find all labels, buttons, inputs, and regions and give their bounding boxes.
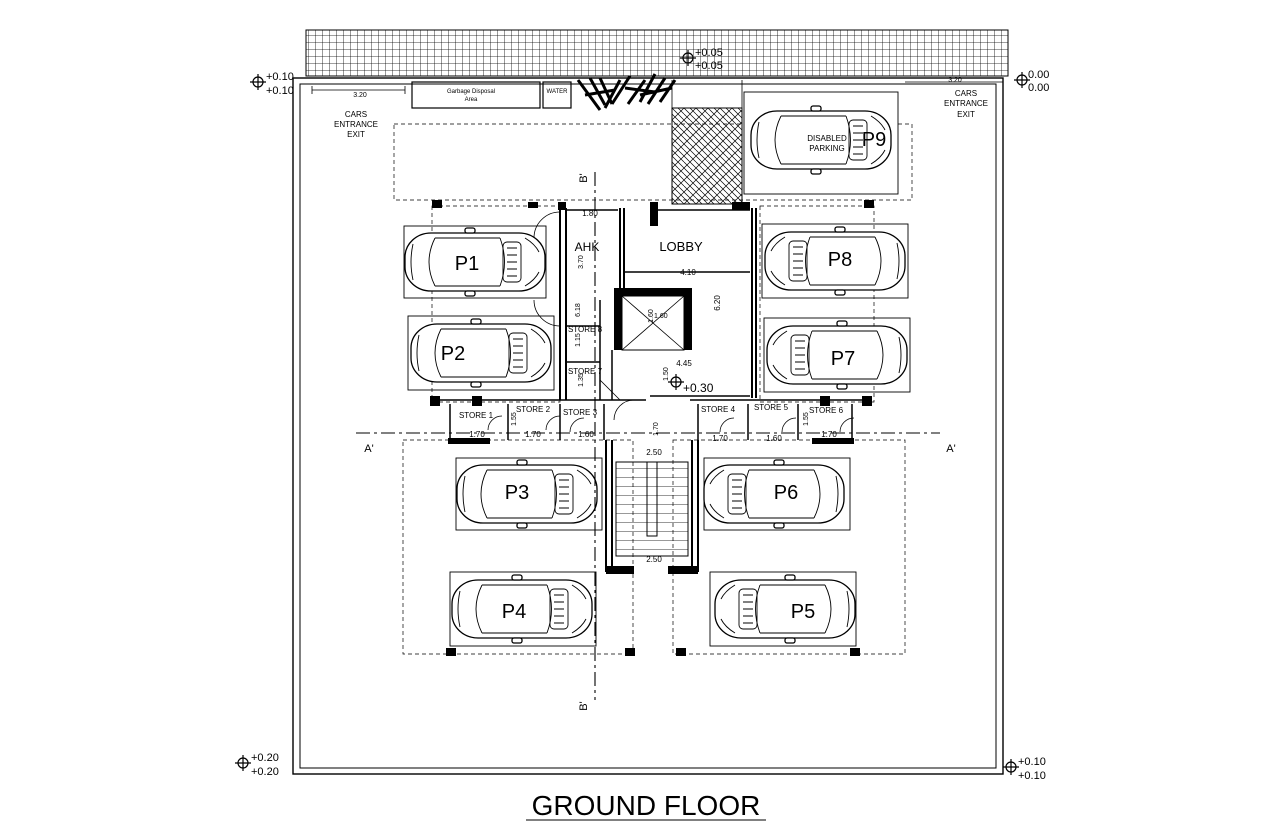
level-top-center-1: +0.05: [695, 47, 723, 59]
dim-4-10: 4.10: [680, 268, 696, 277]
cars-entrance-right-3: EXIT: [957, 110, 975, 119]
level-top-right-2: 0.00: [1028, 82, 1049, 94]
dim-6-20: 6.20: [713, 295, 722, 311]
store-label-3: STORE 3: [563, 408, 598, 417]
garbage-label-1: Garbage Disposal: [447, 89, 495, 95]
store-label-1: STORE 1: [459, 411, 494, 420]
parking-label-p8: P8: [828, 249, 852, 271]
store-label-6: STORE 6: [809, 406, 844, 415]
dim-3-20-right: 3.20: [948, 77, 962, 84]
boundary-hatch-strip: [305, 29, 1009, 77]
section-a-right: A': [946, 443, 955, 455]
cars-entrance-left-3: EXIT: [347, 130, 365, 139]
dim-lift-height: 1.60: [648, 309, 655, 323]
store-label-7: STORE 7: [568, 367, 603, 376]
parking-label-p6: P6: [774, 482, 798, 504]
dim-1-80: 1.80: [582, 209, 598, 218]
dim-2-50-top: 2.50: [646, 448, 662, 457]
level-bottom-left-2: +0.20: [251, 766, 279, 778]
dim-2-50-bottom: 2.50: [646, 555, 662, 564]
dim-1-55-right: 1.55: [803, 412, 810, 426]
cars-entrance-left-1: CARS: [345, 110, 367, 119]
dim-1-60-a: 1.60: [578, 430, 594, 439]
plot-boundary: [292, 77, 1004, 775]
dim-1-35: 1.35: [578, 373, 585, 387]
lobby-label: LOBBY: [659, 239, 703, 254]
parking-label-p9: P9: [862, 129, 886, 151]
parking-label-p7: P7: [831, 348, 855, 370]
dim-1-70-e: 1.70: [821, 430, 837, 439]
store-label-4: STORE 4: [701, 405, 736, 414]
dim-lift-width: 1.60: [654, 313, 668, 320]
level-top-left-1: +0.10: [266, 71, 294, 83]
plants-icon: [576, 73, 677, 111]
dim-1-70-d: 1.70: [712, 434, 728, 443]
dim-4-45: 4.45: [676, 359, 692, 368]
section-a-left: A': [364, 443, 373, 455]
store-label-8: STORE 8: [568, 325, 603, 334]
level-top-left-2: +0.10: [266, 85, 294, 97]
level-top-right-1: 0.00: [1028, 69, 1049, 81]
ahk-label: AHK: [575, 240, 600, 254]
dim-1-70-c: 1.70: [653, 422, 660, 436]
section-b-bottom: B': [578, 701, 590, 710]
parking-label-p5: P5: [791, 601, 815, 623]
core-walls: [430, 200, 874, 656]
dim-1-60-b: 1.60: [766, 434, 782, 443]
dim-3-20-left: 3.20: [353, 92, 367, 99]
dim-1-70-a: 1.70: [469, 430, 485, 439]
level-top-center-2: +0.05: [695, 60, 723, 72]
door-swings: [487, 211, 855, 433]
store-label-5: STORE 5: [754, 403, 789, 412]
level-bottom-left-1: +0.20: [251, 752, 279, 764]
parking-label-p2: P2: [441, 343, 465, 365]
level-bottom-right-2: +0.10: [1018, 770, 1046, 782]
level-markers: [235, 50, 1030, 775]
dim-6-18: 6.18: [575, 303, 582, 317]
car-p2: [410, 318, 552, 388]
dim-1-70-b: 1.70: [525, 430, 541, 439]
driveway-outline: [393, 123, 913, 201]
water-label: WATER: [547, 89, 569, 95]
level-lobby: +0.30: [683, 381, 714, 395]
disabled-label-1: DISABLED: [807, 134, 847, 143]
car-p5: [714, 574, 856, 644]
disabled-label-2: PARKING: [809, 144, 844, 153]
water-box: [542, 81, 572, 109]
dim-3-70: 3.70: [578, 255, 585, 269]
dim-1-15: 1.15: [575, 333, 582, 347]
parking-label-p4: P4: [502, 601, 526, 623]
section-b-top: B': [578, 173, 590, 182]
entrance-paving: [671, 107, 743, 205]
parking-label-p1: P1: [455, 253, 479, 275]
parking-label-p3: P3: [505, 482, 529, 504]
drawing-title: GROUND FLOOR: [532, 790, 761, 821]
cars-entrance-right-2: ENTRANCE: [944, 99, 988, 108]
garbage-disposal-box: [411, 81, 541, 109]
staircase: [615, 461, 689, 557]
dim-1-55-left: 1.55: [511, 412, 518, 426]
cars-entrance-right-1: CARS: [955, 89, 977, 98]
store-label-2: STORE 2: [516, 405, 551, 414]
dim-1-50: 1.50: [663, 367, 670, 381]
garbage-label-2: Area: [465, 97, 478, 103]
cars-entrance-left-2: ENTRANCE: [334, 120, 378, 129]
level-bottom-right-1: +0.10: [1018, 756, 1046, 768]
